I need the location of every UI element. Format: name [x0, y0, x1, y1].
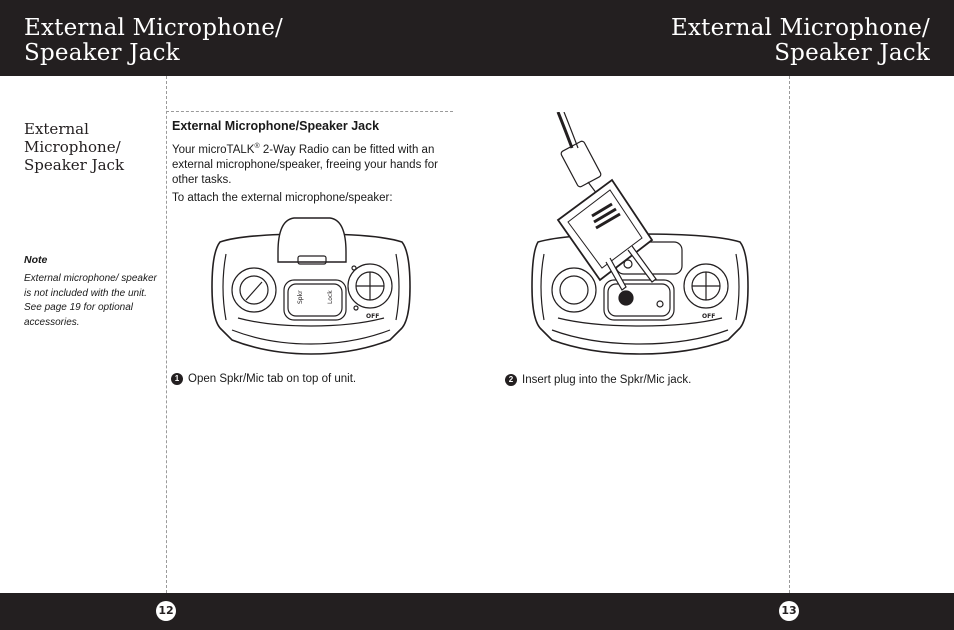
- header-title-left-line2: Speaker Jack: [24, 40, 180, 66]
- footer-bar: 12 13: [0, 593, 954, 630]
- sidebar-title-line1: External: [24, 120, 89, 138]
- sidebar-title-line3: Speaker Jack: [24, 156, 125, 174]
- header-title-left: External Microphone/ Speaker Jack: [24, 16, 283, 66]
- intro-text-start: Your microTALK: [172, 143, 255, 156]
- step-2-number-badge: 2: [505, 373, 517, 386]
- intro-text-end: 2-Way Radio can be fitted with an extern…: [172, 143, 438, 186]
- section-divider: [166, 111, 453, 112]
- right-column-divider: [789, 76, 790, 593]
- radio-plug-figure-2: OFF: [531, 112, 749, 355]
- attach-instruction: To attach the external microphone/speake…: [172, 192, 393, 204]
- left-column-divider: [166, 76, 167, 593]
- section-heading: External Microphone/Speaker Jack: [172, 119, 380, 133]
- header-title-right-line2: Speaker Jack: [774, 40, 930, 66]
- note-heading: Note: [24, 254, 48, 266]
- figure-1-off-label: OFF: [366, 313, 379, 320]
- registered-mark: ®: [254, 143, 260, 150]
- radio-top-figure-1: Spkr Lock OFF: [211, 217, 411, 355]
- figure-1-lock-label: Lock: [327, 290, 334, 304]
- step-1-number-badge: 1: [171, 372, 183, 385]
- page-number-left: 12: [156, 601, 176, 621]
- sidebar-title-line2: Microphone/: [24, 138, 121, 156]
- step-1-text: Open Spkr/Mic tab on top of unit.: [188, 373, 357, 385]
- header-bar: External Microphone/ Speaker Jack Extern…: [0, 0, 954, 76]
- figure-2-off-label: OFF: [702, 313, 715, 320]
- step-2: 2 Insert plug into the Spkr/Mic jack.: [505, 373, 691, 387]
- sidebar-title: External Microphone/ Speaker Jack: [24, 120, 164, 174]
- note-text: External microphone/ speaker is not incl…: [24, 273, 157, 328]
- step-1: 1 Open Spkr/Mic tab on top of unit.: [171, 372, 356, 386]
- header-title-left-line1: External Microphone/: [24, 15, 283, 41]
- header-title-right-line1: External Microphone/: [671, 15, 930, 41]
- figure-1-spkr-label: Spkr: [297, 290, 304, 304]
- intro-paragraph: Your microTALK® 2-Way Radio can be fitte…: [172, 139, 452, 188]
- header-title-right: External Microphone/ Speaker Jack: [671, 16, 930, 66]
- step-2-text: Insert plug into the Spkr/Mic jack.: [522, 374, 692, 386]
- page-number-right: 13: [779, 601, 799, 621]
